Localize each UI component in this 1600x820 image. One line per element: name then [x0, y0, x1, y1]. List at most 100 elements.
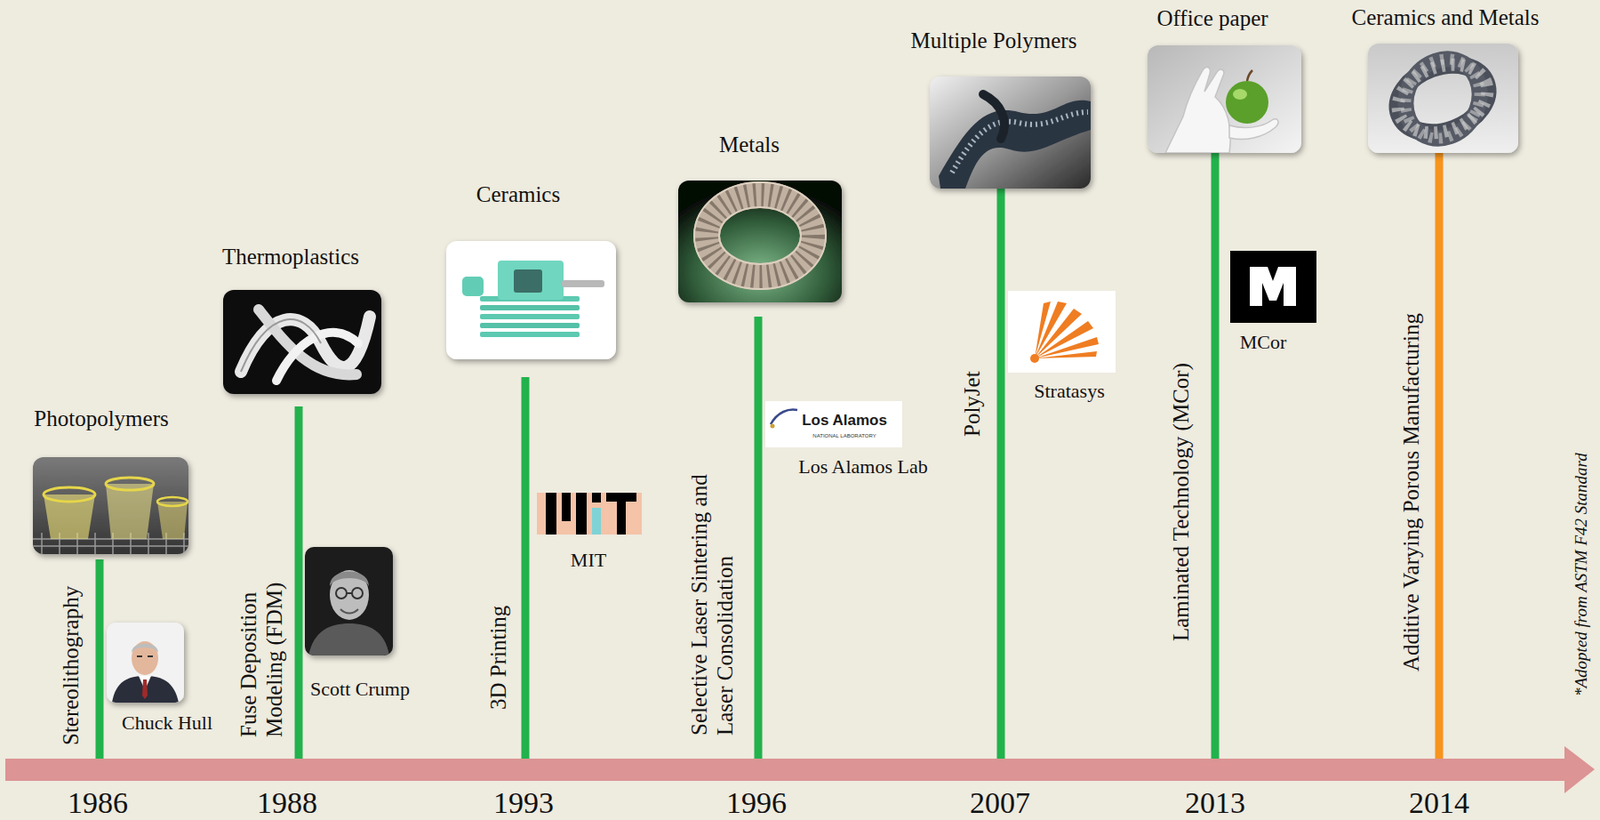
portrait-photo: [329, 569, 369, 620]
logo-text: NATIONAL LABORATORY: [812, 432, 876, 440]
photo-ceramics: [480, 304, 580, 311]
photo-ceramics: [561, 280, 605, 288]
material-label: Metals: [719, 132, 780, 159]
portrait-photo: [304, 546, 393, 656]
stratasys-logo: [1008, 290, 1116, 373]
material-label: Ceramics: [476, 182, 560, 208]
logo-text: Los Alamos: [801, 411, 888, 430]
photo-multiple-polymers: [929, 76, 1091, 189]
portrait-photo: [106, 622, 184, 703]
mit-logo: [606, 492, 637, 502]
portrait-photo: [352, 587, 363, 599]
portrait-photo: [308, 623, 390, 656]
timeline-arrow: [5, 745, 1595, 793]
photo-multiple-polymers: [952, 112, 1088, 173]
material-label: Ceramics and Metals: [1351, 5, 1539, 32]
photo-metals: [678, 180, 842, 303]
stratasys-logo: [1008, 290, 1116, 373]
photo-office-paper: [1247, 70, 1253, 81]
photo-ceramics-and-metals: [1368, 43, 1519, 153]
photo-thermoplastics: [240, 319, 321, 372]
org-name: Los Alamos Lab: [798, 455, 928, 478]
portrait-photo: [131, 640, 159, 675]
mit-logo: [536, 492, 642, 535]
mit-logo: [561, 492, 571, 521]
photo-ceramics: [446, 240, 616, 360]
portrait-photo: [340, 608, 359, 614]
photo-photopolymers: [32, 456, 189, 554]
stratasys-logo: [1030, 353, 1040, 363]
portrait-photo: [106, 622, 184, 703]
los-alamos-logo: [765, 400, 903, 448]
year-label: 2013: [1184, 784, 1246, 820]
photo-photopolymers: [32, 456, 189, 554]
process-label: Fuse Deposition Modeling (FDM): [236, 532, 288, 737]
milestone-line: [96, 152, 1444, 759]
org-name: MCor: [1240, 330, 1288, 353]
photo-photopolymers: [105, 483, 154, 539]
photo-metals: [706, 194, 814, 277]
mit-logo: [536, 492, 642, 535]
portrait-photo: [106, 622, 184, 703]
milestone-line: [295, 406, 304, 759]
photo-ceramics: [462, 276, 484, 296]
photo-multiple-polymers: [929, 76, 1091, 189]
mcor-logo: [1230, 250, 1317, 323]
milestone-line: [1435, 152, 1444, 759]
org-name: MIT: [570, 548, 607, 571]
material-label: Office paper: [1156, 6, 1268, 32]
process-label: Laminated Technology (MCor): [1168, 362, 1195, 641]
material-label: Multiple Polymers: [911, 28, 1078, 55]
los-alamos-logo: [770, 424, 776, 429]
process-label: 3D Printing: [486, 605, 512, 710]
photo-ceramics: [480, 331, 580, 337]
los-alamos-logo: [765, 400, 903, 448]
portrait-photo: [131, 643, 159, 654]
photo-thermoplastics: [276, 332, 359, 381]
portrait-photo: [329, 571, 369, 587]
photo-thermoplastics: [223, 289, 382, 394]
milestone-line: [754, 316, 763, 759]
mit-logo: [545, 492, 557, 535]
photo-multiple-polymers: [938, 100, 1091, 189]
photo-multiple-polymers: [983, 94, 1005, 139]
photo-metals: [678, 180, 842, 303]
portrait-photo: [336, 587, 347, 599]
photo-ceramics-and-metals: [1391, 45, 1494, 152]
stratasys-logo: [1034, 351, 1097, 359]
milestone-line: [997, 188, 1006, 759]
portrait-photo: [136, 655, 153, 657]
portrait-photo: [346, 592, 352, 594]
photo-ceramics: [497, 260, 564, 300]
mcor-logo: [1230, 250, 1317, 323]
photo-ceramics-and-metals: [1391, 45, 1494, 152]
photo-metals: [719, 207, 801, 264]
photo-metals: [694, 182, 826, 289]
photo-thermoplastics: [223, 289, 382, 394]
photo-ceramics: [480, 313, 580, 320]
process-label: Selective Laser Sintering and Laser Cons…: [687, 432, 739, 736]
photo-office-paper: [1232, 88, 1248, 100]
mit-logo: [616, 501, 626, 535]
los-alamos-logo: [770, 409, 798, 424]
mit-logo: [576, 492, 587, 535]
milestone-line: [96, 559, 104, 759]
photo-office-paper: [1225, 80, 1269, 124]
photo-ceramics: [446, 240, 616, 360]
timeline-arrow: [5, 758, 1567, 781]
photo-photopolymers: [105, 477, 154, 490]
material-label: Thermoplastics: [222, 244, 360, 271]
photo-metals: [706, 194, 814, 277]
photo-ceramics-and-metals: [1368, 43, 1519, 153]
timeline-arrow: [1564, 745, 1595, 793]
milestone-line: [521, 376, 530, 759]
portrait-photo: [112, 675, 179, 703]
mcor-logo: [1249, 266, 1296, 306]
photo-thermoplastics: [223, 289, 382, 394]
mit-logo: [592, 507, 601, 535]
stratasys-logo: [1034, 301, 1051, 359]
photo-photopolymers: [43, 487, 96, 502]
photo-ceramics: [480, 322, 580, 328]
portrait-photo: [304, 546, 393, 656]
